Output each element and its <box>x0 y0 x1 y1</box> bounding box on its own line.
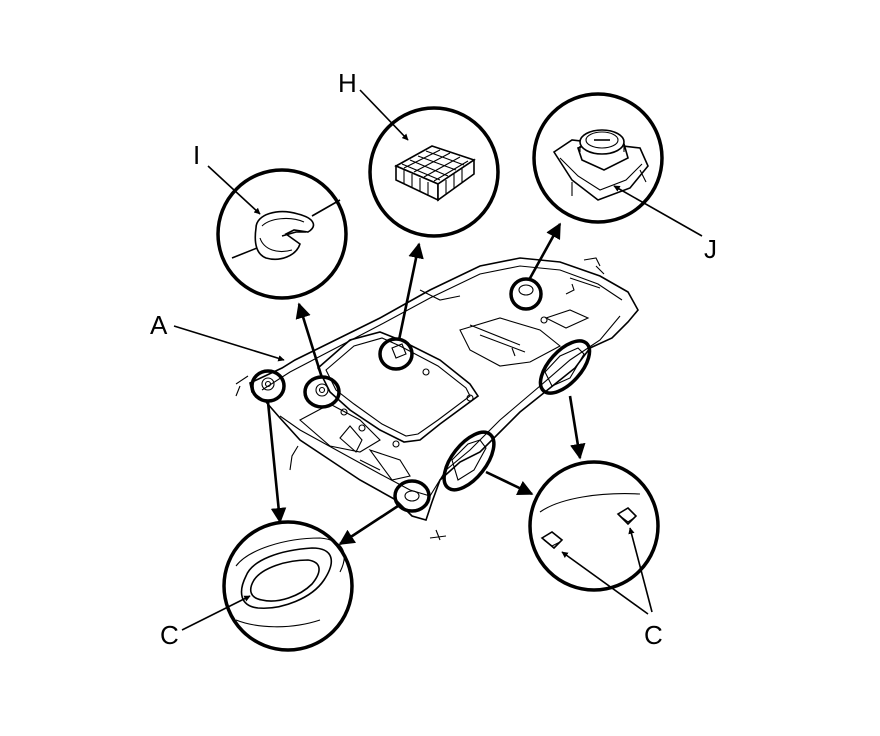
leader-c-right-2 <box>628 527 653 613</box>
labels: A H I J C C <box>150 68 717 650</box>
detail-circle-c-right <box>528 460 660 592</box>
ring-clip-j <box>509 277 543 311</box>
label-i: I <box>193 140 200 170</box>
ring-side-right <box>538 339 592 395</box>
label-a: A <box>150 310 168 340</box>
callout-rings <box>250 277 592 513</box>
leader-c-right-1 <box>561 551 649 615</box>
leader-i <box>207 165 261 215</box>
ring-pad-h <box>378 337 414 371</box>
leader-a <box>173 325 285 362</box>
arrows <box>266 222 586 546</box>
headliner-panel <box>235 257 639 541</box>
ring-front-left <box>250 369 286 403</box>
detail-circle-i <box>216 168 348 300</box>
detail-circle-h <box>368 106 500 238</box>
label-c-right: C <box>644 620 663 650</box>
leader-lines <box>173 89 703 631</box>
label-h: H <box>338 68 357 98</box>
leader-c-left <box>181 595 251 631</box>
detail-circle-c-left <box>222 520 354 652</box>
detail-circle-j <box>532 92 664 224</box>
ring-side-left <box>442 430 496 492</box>
label-c-left: C <box>160 620 179 650</box>
label-j: J <box>704 234 717 264</box>
ring-front-center <box>393 479 431 513</box>
leader-j <box>613 185 703 237</box>
leader-h <box>359 89 409 141</box>
